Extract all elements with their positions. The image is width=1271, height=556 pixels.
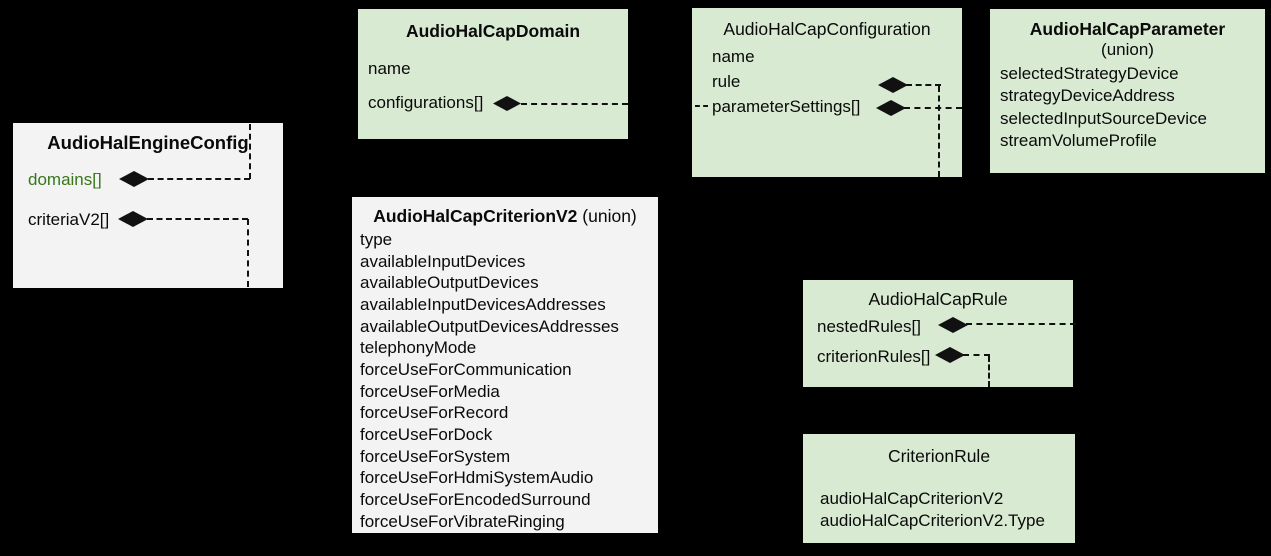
field-row: forceUseForRecord — [360, 403, 509, 423]
class-title: AudioHalCapCriterionV2 (union) — [352, 206, 658, 227]
class-title: AudioHalCapRule — [868, 289, 1008, 309]
connector-domains-vertical — [249, 124, 251, 179]
class-box-audio-hal-cap-parameter: AudioHalCapParameter (union) selectedStr… — [990, 9, 1265, 173]
field-list: selectedStrategyDevice strategyDeviceAddr… — [990, 63, 1265, 153]
field-row: selectedInputSourceDevice — [1000, 108, 1207, 128]
field-row: availableOutputDevices — [360, 273, 539, 293]
field-list: name rule parameterSettings[] — [692, 47, 962, 116]
field-row: criteriaV2[] — [28, 210, 110, 229]
field-row: name — [712, 47, 755, 66]
field-list: audioHalCapCriterionV2 audioHalCapCriteri… — [803, 488, 1075, 532]
field-row: availableInputDevices — [360, 251, 526, 271]
field-row: forceUseForMedia — [360, 381, 500, 401]
composition-diamond-icon — [876, 100, 906, 116]
connector-configurations-entry-dash — [695, 105, 708, 107]
composition-diamond-icon — [493, 96, 521, 111]
connector-criteria-v2-vertical — [247, 219, 249, 287]
field-row: name — [368, 59, 411, 78]
field-row: strategyDeviceAddress — [1000, 86, 1175, 106]
field-row: configurations[] — [368, 93, 484, 112]
class-title-suffix: (union) — [577, 206, 637, 226]
field-row: forceUseForDock — [360, 424, 493, 444]
connector-rule-vertical — [938, 86, 940, 177]
connector-parameter-settings-horizontal — [904, 107, 962, 109]
class-title: AudioHalCapParameter — [1029, 19, 1226, 39]
field-list: domains[] criteriaV2[] — [13, 170, 283, 230]
composition-diamond-icon — [935, 347, 965, 363]
field-row: criterionRules[] — [817, 347, 931, 366]
class-box-audio-hal-cap-domain: AudioHalCapDomain name configurations[] — [358, 9, 628, 139]
class-title: AudioHalCapDomain — [405, 21, 581, 41]
field-row: type — [360, 230, 393, 249]
field-row: telephonyMode — [360, 338, 477, 358]
class-subtitle: (union) — [1101, 40, 1154, 59]
field-row: forceUseForSystem — [360, 446, 511, 466]
composition-diamond-icon — [118, 211, 148, 227]
composition-diamond-icon — [878, 77, 908, 93]
class-box-audio-hal-engine-config: AudioHalEngineConfig domains[] criteriaV2… — [13, 123, 283, 288]
class-title: AudioHalCapConfiguration — [723, 19, 931, 39]
field-row: forceUseForCommunication — [360, 359, 572, 379]
class-title: AudioHalEngineConfig — [47, 132, 249, 153]
field-row: forceUseForEncodedSurround — [360, 489, 591, 509]
field-list: name configurations[] — [358, 59, 628, 112]
class-box-audio-hal-cap-configuration: AudioHalCapConfiguration name rule paramet… — [692, 8, 962, 177]
field-row: audioHalCapCriterionV2 — [820, 489, 1004, 508]
connector-criterion-rules-vertical — [988, 356, 990, 387]
field-row: parameterSettings[] — [712, 97, 861, 116]
field-row: audioHalCapCriterionV2.Type — [820, 511, 1045, 530]
class-box-audio-hal-cap-criterion-v2: AudioHalCapCriterionV2 (union) type avail… — [352, 197, 658, 533]
composition-diamond-icon — [938, 317, 968, 333]
class-title: CriterionRule — [887, 446, 991, 466]
composition-diamond-icon — [119, 171, 149, 187]
field-row: selectedStrategyDevice — [1000, 64, 1179, 83]
field-row: nestedRules[] — [817, 317, 921, 336]
field-row: availableOutputDevicesAddresses — [360, 316, 619, 336]
field-row: streamVolumeProfile — [1000, 131, 1157, 151]
field-row: rule — [712, 72, 741, 91]
field-list: nestedRules[] criterionRules[] — [803, 317, 1073, 366]
connector-criterion-rules-horizontal — [963, 354, 990, 356]
field-row: domains[] — [28, 170, 102, 189]
connector-configurations-horizontal — [521, 103, 628, 105]
connector-rule-horizontal — [906, 84, 941, 86]
class-title-name: AudioHalCapCriterionV2 — [373, 206, 578, 226]
connector-criteria-v2-horizontal — [147, 218, 248, 220]
field-row: forceUseForVibrateRinging — [360, 511, 565, 531]
class-box-audio-hal-cap-rule: AudioHalCapRule nestedRules[] criterionRu… — [803, 280, 1073, 387]
field-row: availableInputDevicesAddresses — [360, 294, 606, 314]
connector-domains-horizontal — [148, 178, 250, 180]
connector-nested-rules-horizontal — [966, 323, 1076, 325]
field-row: forceUseForHdmiSystemAudio — [360, 468, 594, 488]
